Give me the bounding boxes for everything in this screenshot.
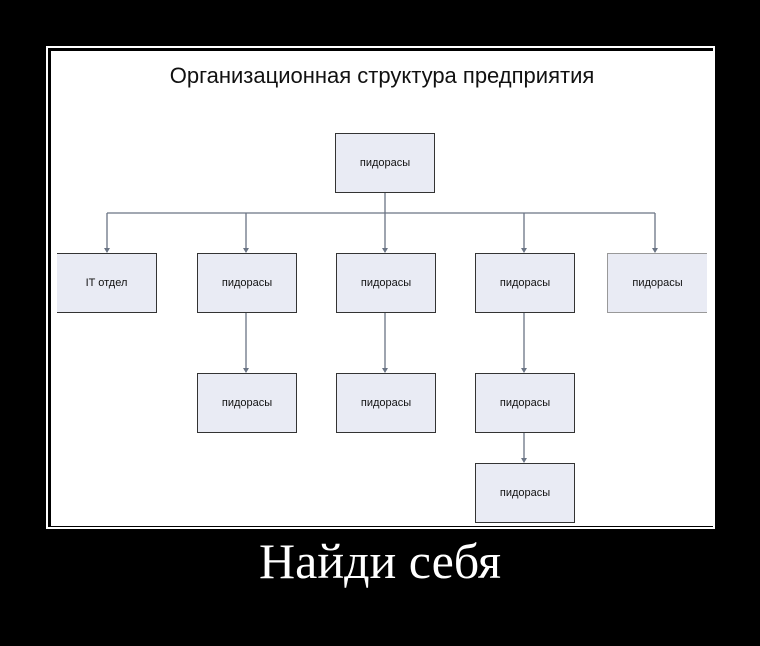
- org-node: пидорасы: [475, 463, 575, 523]
- demotivator-caption: Найди себя: [259, 533, 501, 589]
- connector-lines: [104, 193, 658, 463]
- chart-title: Организационная структура предприятия: [169, 63, 595, 88]
- org-node: пидорасы: [475, 253, 575, 313]
- org-node: пидорасы: [197, 373, 297, 433]
- org-node-root: пидорасы: [335, 133, 435, 193]
- org-node-it-department: IT отдел: [57, 253, 157, 313]
- org-node: пидорасы: [336, 253, 436, 313]
- org-chart-panel: Организационная структура предприятия пи…: [51, 51, 713, 526]
- org-node: пидорасы: [336, 373, 436, 433]
- demotivator-frame: [46, 46, 715, 529]
- org-node: пидорасы: [475, 373, 575, 433]
- org-node: пидорасы: [607, 253, 707, 313]
- org-node: пидорасы: [197, 253, 297, 313]
